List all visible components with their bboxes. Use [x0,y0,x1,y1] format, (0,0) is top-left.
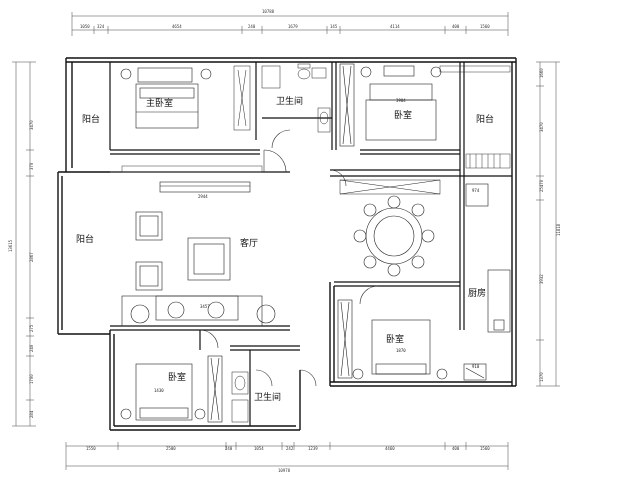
left-dimensions [12,61,36,427]
top-dim-5: 1679 [288,24,298,29]
master-bed [120,67,212,129]
kitchen-label: 厨房 [468,287,486,299]
right-dim-4: 3932 [539,274,544,284]
master-bedroom-label: 主卧室 [146,97,173,109]
top-dim-7: 4114 [390,24,400,29]
right-dim-5: 1370 [539,372,544,382]
walls [57,57,517,431]
windows [121,65,511,173]
bottom-dim-5: 242 [286,446,294,451]
bottom-total-dim: 10978 [278,468,291,473]
bathroom-top-label: 卫生间 [276,95,303,107]
bottom-dim-8: 400 [452,446,460,451]
bottom-dim-6: 1239 [308,446,318,451]
kitchen-fixtures [463,183,511,381]
bedroom-top-right-label: 卧室 [394,109,412,121]
top-dim-9: 1560 [480,24,490,29]
left-segment-dims: 3470 370 2867 275 240 1700 284 [29,120,34,418]
living-room-label: 客厅 [240,237,258,249]
dining-table [353,195,435,277]
bottom-dim-1: 1550 [86,446,96,451]
bedroom-right-furniture [337,299,448,380]
left-dim-3: 2867 [29,252,34,262]
bed-right-tag: 1870 [396,348,406,353]
top-dim-3: 4654 [172,24,182,29]
left-dim-2: 370 [29,162,34,170]
bedroom-right-label: 卧室 [386,333,404,345]
bed-bottom-tag: 1430 [154,388,164,393]
wardrobe-master [233,65,251,131]
bottom-dim-4: 1054 [254,446,264,451]
bottom-dim-2: 2500 [166,446,176,451]
balcony-right-top-label: 阳台 [476,113,494,125]
interior-walls [109,62,512,426]
doors [199,129,379,387]
bedroom-bottom-furniture [120,355,223,423]
bathroom-bottom-fixtures [231,371,249,423]
left-total-dim: 13615 [8,239,13,252]
left-dim-6: 1700 [29,374,34,384]
right-dim-1: 1660 [539,68,544,78]
tv-cabinet-tag: 2944 [198,194,208,199]
sideboard [339,179,441,195]
sofa-tag: 3457 [200,304,210,309]
top-dim-2: 324 [97,24,105,29]
top-dim-8: 400 [452,24,460,29]
top-total-dim: 10788 [262,9,275,14]
bottom-dimensions [65,442,509,470]
living-room-furniture [121,211,276,327]
top-dim-4: 240 [248,24,256,29]
right-dim-3: 25470 [539,179,544,192]
bathroom-bottom-label: 卫生间 [254,391,281,403]
bedroom-top-right-furniture [339,63,442,147]
bathroom-top-fixtures [261,63,331,133]
fridge-tag: 974 [472,188,480,193]
bottom-dim-9: 1560 [480,446,490,451]
bottom-dim-7: 4460 [385,446,395,451]
right-segment-dims: 1660 3470 25470 3932 1370 [539,68,544,382]
bedroom-bottom-left-label: 卧室 [168,371,186,383]
left-dim-7: 284 [29,410,34,418]
bed-top-right-tag: 3904 [396,98,406,103]
top-dimensions [71,12,509,36]
bottom-segment-dims: 1550 2500 240 1054 242 1239 4460 400 156… [86,446,490,451]
left-dim-4: 275 [29,324,34,332]
counter-tag: 910 [472,364,480,369]
right-dimensions [536,61,560,387]
top-dim-1: 1050 [80,24,90,29]
right-dim-2: 3470 [539,122,544,132]
top-dim-6: 145 [330,24,338,29]
tv-cabinet [159,181,251,193]
right-total-dim: 11818 [556,223,561,236]
balcony-left-label: 阳台 [76,233,94,245]
bottom-dim-3: 240 [225,446,233,451]
top-segment-dims: 1050 324 4654 240 1679 145 4114 400 1560 [80,24,490,29]
left-dim-1: 3470 [29,120,34,130]
left-dim-5: 240 [29,344,34,352]
balcony-left-top-label: 阳台 [82,113,100,125]
